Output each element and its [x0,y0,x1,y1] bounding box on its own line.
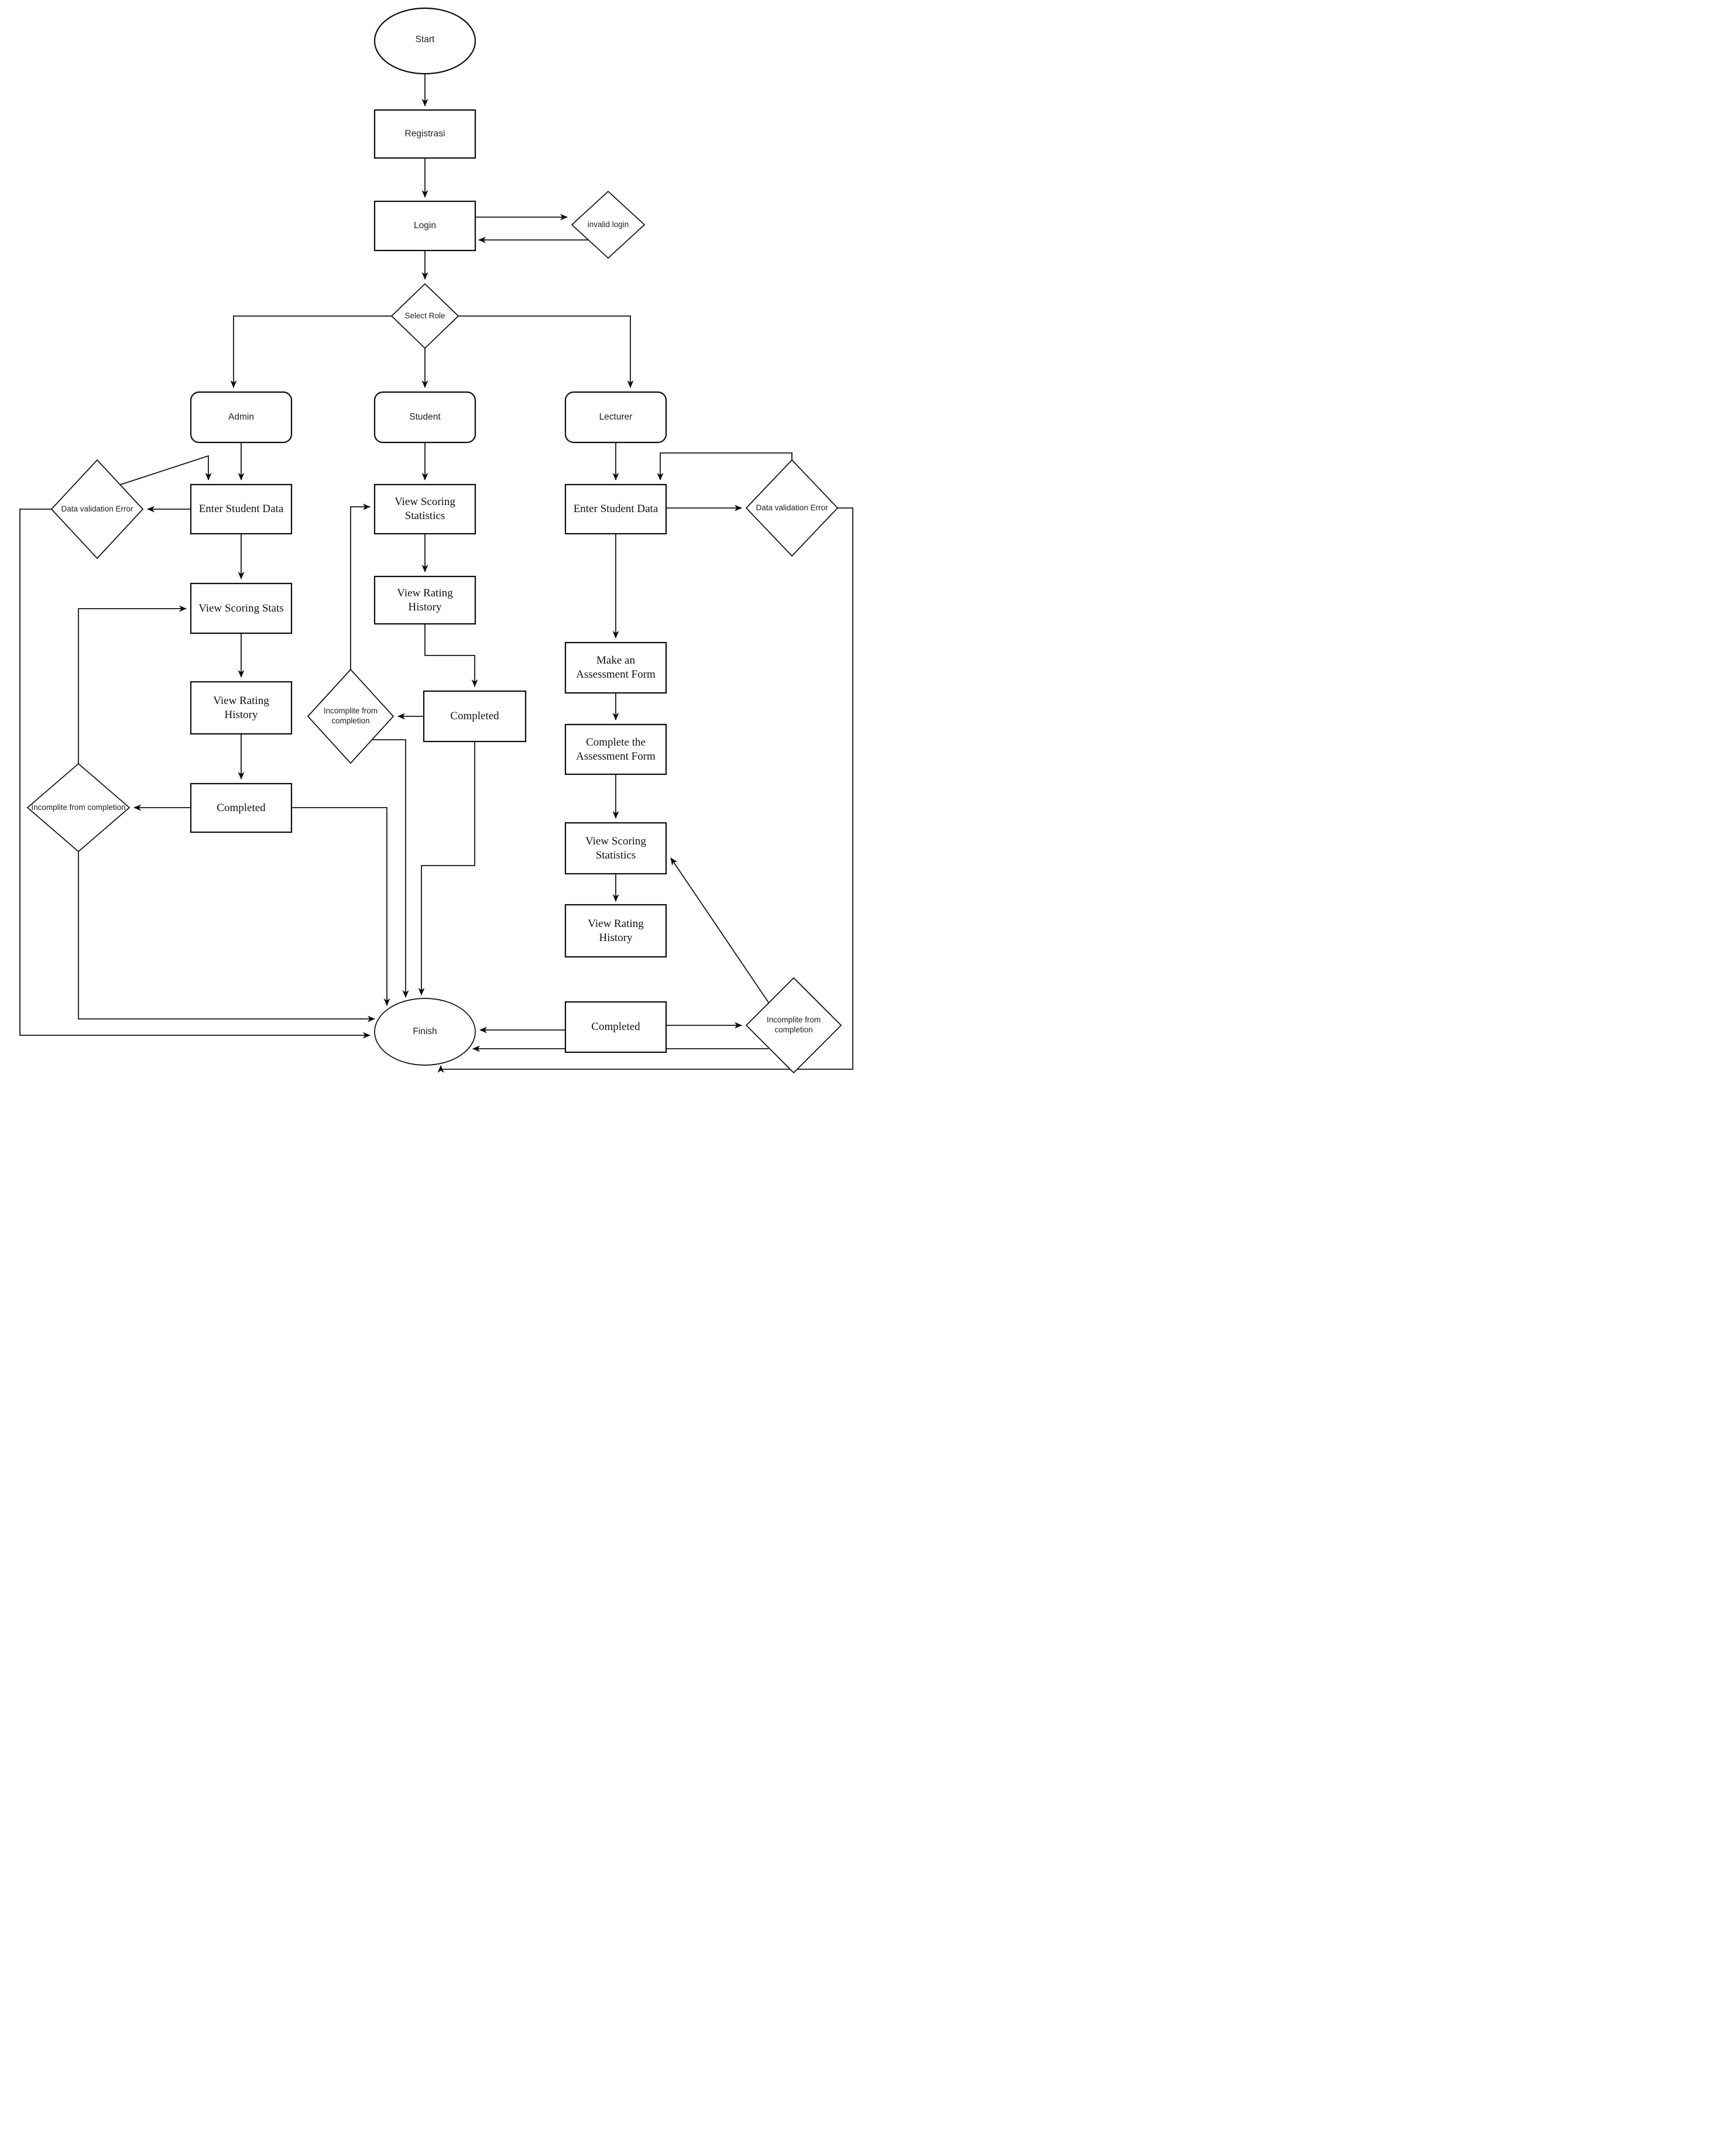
node-admin-view-rating-history-shape [190,681,293,735]
node-lecturer-view-rating-history-shape [564,904,667,958]
node-admin-view-scoring-stats-shape [190,582,293,634]
flowchart-canvas: Start Registrasi Login invalid login Sel… [0,0,861,1078]
edge-admin-completed-finish [291,807,390,1006]
node-lecturer-view-scoring-statistics-shape [564,822,667,875]
node-lecturer-shape [564,391,667,444]
node-student-completed-shape [423,690,527,743]
node-admin-data-validation-error-shape [50,459,144,559]
edge-admin-incomplite-finish [78,852,375,1022]
edge-lecturer-incomplite-view-scoring-statistics [670,857,769,1003]
node-admin-incomplite-from-completion-shape [26,763,131,853]
edges-layer [19,7,853,1074]
node-lecturer-enter-student-data-shape [564,483,667,535]
edge-student-incomplite-view-scoring-statistics [350,503,371,670]
edge-admin-dve-enter-student-data [120,455,212,485]
node-select-role-shape [390,283,459,349]
node-lecturer-completed-shape [564,1001,667,1053]
edge-lecturer-dve-finish [437,507,853,1073]
edge-student-completed-finish [418,741,475,995]
node-lecturer-data-validation-error-shape [745,459,839,557]
node-lecturer-incomplite-from-completion-shape [745,977,842,1074]
node-student-incomplite-from-completion-shape [307,668,395,764]
edge-select-role-admin [230,315,392,388]
edge-student-incomplite-finish [372,739,409,998]
node-start-shape [373,7,476,75]
node-finish-shape [374,998,476,1066]
node-admin-completed-shape [190,782,293,833]
edge-student-vrh-completed [424,624,478,687]
edge-select-role-lecturer [458,315,634,388]
node-student-shape [373,391,476,444]
node-login-shape [373,200,476,252]
node-student-view-rating-history-shape [373,575,476,625]
edge-lecturer-dve-enter-student-data [657,452,793,480]
node-registrasi-shape [373,109,476,159]
node-admin-enter-student-data-shape [190,483,293,535]
node-student-view-scoring-statistics-shape [373,483,476,535]
edge-admin-incomplite-view-scoring-stats [78,605,187,764]
edge-admin-dve-finish [19,509,371,1039]
node-make-an-assessment-form-shape [564,641,667,694]
node-admin-shape [190,391,293,444]
node-complete-the-assessment-form-shape [564,723,667,775]
node-invalid-login-shape [571,190,646,259]
